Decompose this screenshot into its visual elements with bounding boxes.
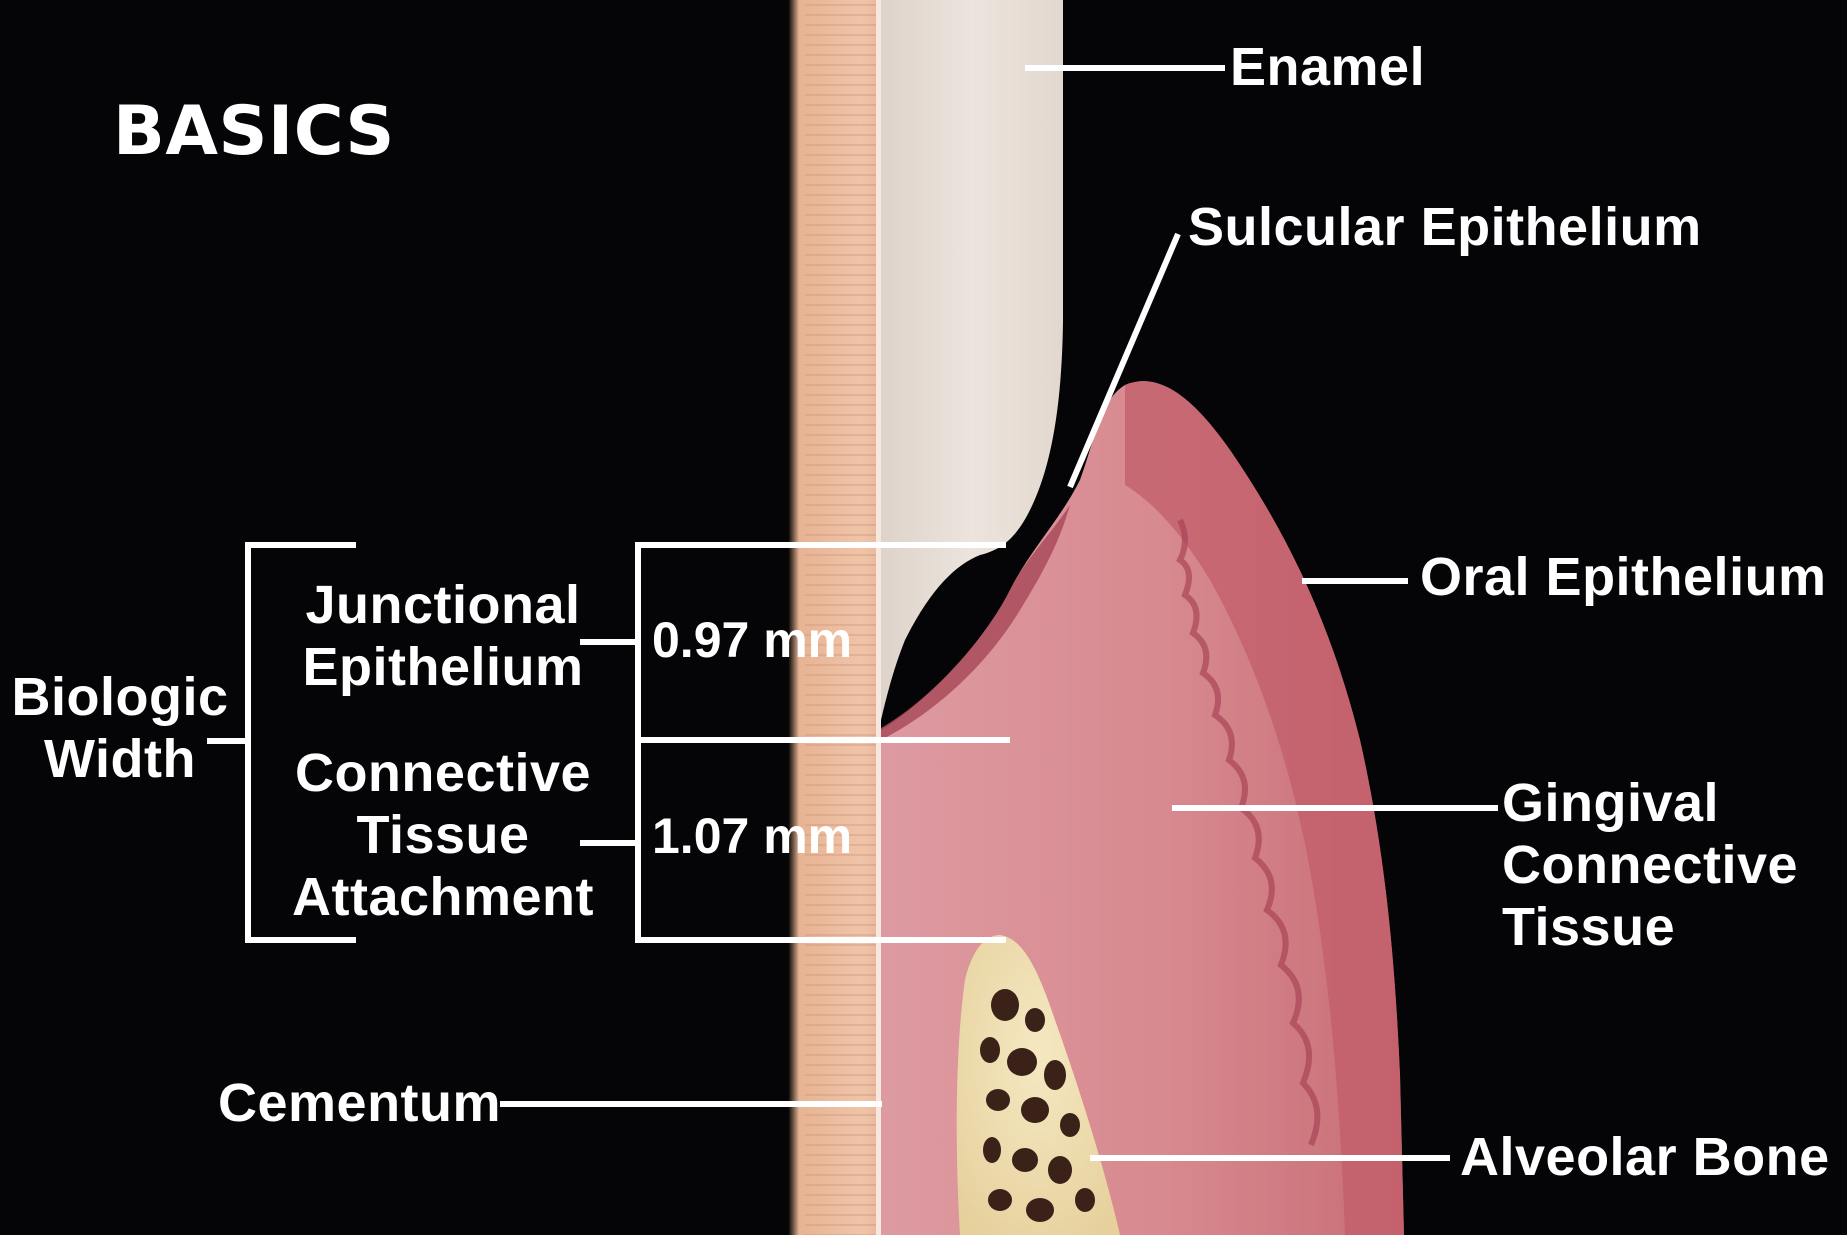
measure-connective-tissue-attachment: 1.07 mm <box>652 808 852 864</box>
label-junctional-epithelium: Junctional Epithelium <box>302 574 584 698</box>
label-sulcular-epithelium: Sulcular Epithelium <box>1188 196 1702 258</box>
label-enamel: Enamel <box>1230 36 1425 98</box>
label-alveolar-bone: Alveolar Bone <box>1460 1126 1830 1188</box>
label-oral-epithelium: Oral Epithelium <box>1420 546 1827 608</box>
slide-title: BASICS <box>113 92 395 172</box>
label-gingival-connective-tissue: Gingival Connective Tissue <box>1502 772 1798 958</box>
label-biologic-width: Biologic Width <box>8 666 232 790</box>
label-connective-tissue-attachment: Connective Tissue Attachment <box>290 742 596 928</box>
measure-junctional-epithelium: 0.97 mm <box>652 612 852 668</box>
label-cementum: Cementum <box>218 1072 501 1134</box>
